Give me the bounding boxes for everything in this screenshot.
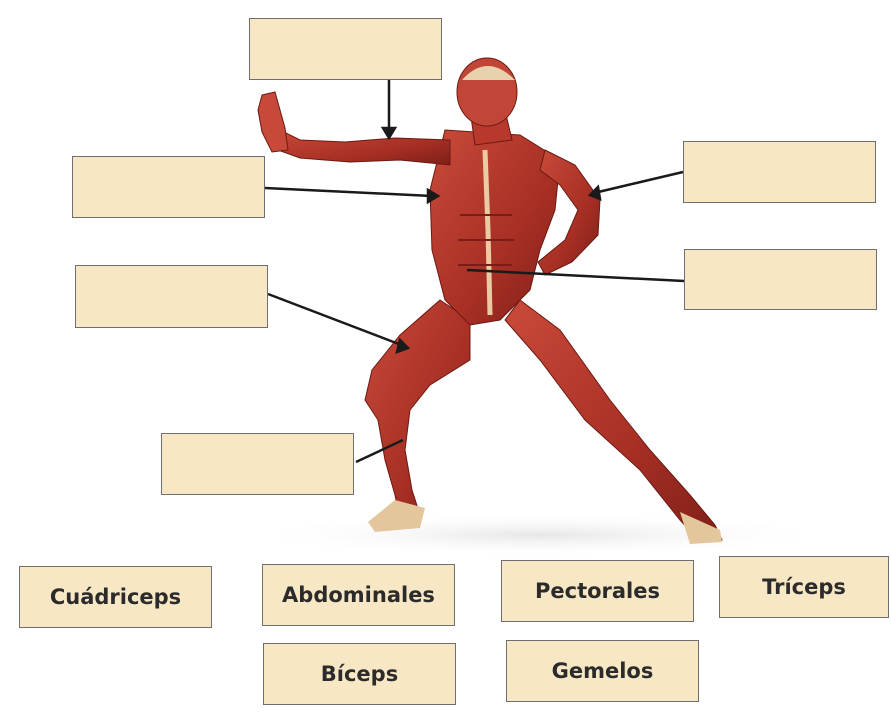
card-pectorales[interactable]: Pectorales [501, 560, 694, 622]
blank-label-box-left-3[interactable] [161, 433, 354, 495]
leader-line-right-1 [594, 172, 683, 193]
blank-label-box-left-1[interactable] [72, 156, 265, 218]
blank-label-box-right-1[interactable] [683, 141, 876, 203]
card-cuadriceps[interactable]: Cuádriceps [19, 566, 212, 628]
blank-label-box-right-2[interactable] [684, 249, 877, 310]
leader-line-left-1 [265, 188, 432, 196]
card-pectorales-label: Pectorales [535, 579, 660, 603]
arrowhead-top [383, 128, 395, 138]
card-gemelos-label: Gemelos [552, 659, 654, 683]
blank-label-box-top[interactable] [249, 18, 442, 80]
card-abdominales[interactable]: Abdominales [262, 564, 455, 626]
card-biceps[interactable]: Bíceps [263, 643, 456, 705]
back-leg [505, 300, 722, 542]
leader-line-left-2 [268, 294, 404, 346]
front-leg [365, 300, 470, 520]
card-triceps[interactable]: Tríceps [719, 556, 889, 618]
blank-label-box-left-2[interactable] [75, 265, 268, 328]
card-biceps-label: Bíceps [321, 662, 398, 686]
extended-arm [278, 130, 450, 165]
card-triceps-label: Tríceps [762, 575, 846, 599]
floor-shadow [240, 513, 840, 557]
extended-hand [258, 92, 288, 152]
card-gemelos[interactable]: Gemelos [506, 640, 699, 702]
card-cuadriceps-label: Cuádriceps [50, 585, 181, 609]
card-abdominales-label: Abdominales [282, 583, 435, 607]
